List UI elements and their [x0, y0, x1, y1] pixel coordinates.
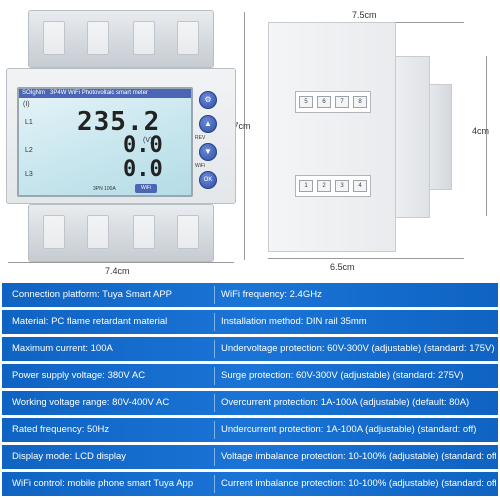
- dim-label-front-width: 7.4cm: [105, 266, 130, 276]
- spec-left: WiFi control: mobile phone smart Tuya Ap…: [12, 478, 194, 489]
- line2-label: L2: [25, 147, 33, 154]
- terminal-5: 5: [299, 96, 313, 108]
- spec-left: Rated frequency: 50Hz: [12, 424, 110, 435]
- dim-line-side-height: [486, 56, 487, 216]
- line1-value: 235.2: [77, 107, 161, 137]
- terminal-3: 3: [335, 180, 349, 192]
- terminal-8: 8: [353, 96, 367, 108]
- dim-label-front-height: 8.7cm: [226, 121, 251, 131]
- line2-unit: (V): [143, 137, 153, 144]
- terminal-1: 1: [299, 180, 313, 192]
- terminal-6: 6: [317, 96, 331, 108]
- settings-button[interactable]: ⚙: [199, 91, 217, 109]
- spec-left: Maximum current: 100A: [12, 343, 113, 354]
- top-indicator: (I): [23, 101, 30, 108]
- top-terminal-cover: [28, 10, 214, 68]
- spec-row: Material: PC flame retardant material In…: [2, 310, 498, 334]
- bottom-terminal-cover: [28, 204, 214, 262]
- spec-right: Overcurrent protection: 1A-100A (adjusta…: [221, 397, 470, 408]
- spec-row: WiFi control: mobile phone smart Tuya Ap…: [2, 472, 498, 496]
- spec-right: Undercurrent protection: 1A-100A (adjust…: [221, 424, 477, 435]
- spec-row: Maximum current: 100A Undervoltage prote…: [2, 337, 498, 361]
- ok-button[interactable]: OK: [199, 171, 217, 189]
- brand-label: SOIgNm: [22, 90, 46, 96]
- spec-table: Connection platform: Tuya Smart APP WiFi…: [2, 283, 498, 498]
- line3-label: L3: [25, 171, 33, 178]
- spec-row: Working voltage range: 80V-400V AC Overc…: [2, 391, 498, 415]
- spec-right: Installation method: DIN rail 35mm: [221, 316, 367, 327]
- model-title: 3P4W WiFi Photovoltaic smart meter: [50, 90, 149, 96]
- dim-line-front-height: [244, 12, 245, 260]
- wifi-label: WiFi: [195, 163, 205, 169]
- dim-label-top-width: 7.5cm: [352, 10, 377, 20]
- spec-left: Display mode: LCD display: [12, 451, 127, 462]
- spec-row: Rated frequency: 50Hz Undercurrent prote…: [2, 418, 498, 442]
- side-body: 5 6 7 8 1 2 3 4: [268, 22, 396, 252]
- lcd-screen: SOIgNm 3P4W WiFi Photovoltaic smart mete…: [17, 87, 193, 197]
- side-terminal-bottom: 1 2 3 4: [295, 175, 371, 197]
- spec-right: Undervoltage protection: 60V-300V (adjus…: [221, 343, 495, 354]
- meter-side-view: 5 6 7 8 1 2 3 4: [268, 22, 464, 252]
- line1-label: L1: [25, 119, 33, 126]
- dim-label-side-width: 6.5cm: [330, 262, 355, 272]
- spec-row: Display mode: LCD display Voltage imbala…: [2, 445, 498, 469]
- wifi-badge: WiFi: [135, 184, 157, 193]
- terminal-7: 7: [335, 96, 349, 108]
- meter-front-view: SOIgNm 3P4W WiFi Photovoltaic smart mete…: [6, 10, 236, 262]
- screen-footer: 3PN 100A: [93, 186, 116, 192]
- line3-value: 0.0: [123, 157, 163, 182]
- line2-value: 0.0: [123, 133, 163, 158]
- terminal-2: 2: [317, 180, 331, 192]
- spec-right: Voltage imbalance protection: 10-100% (a…: [221, 451, 496, 462]
- rev-label: REV: [195, 135, 206, 141]
- spec-left: Power supply voltage: 380V AC: [12, 370, 146, 381]
- product-photos: 8.7cm 7.4cm 7.5cm 4cm 6.5cm SOIgNm 3P4W …: [6, 10, 490, 276]
- screen-header: SOIgNm 3P4W WiFi Photovoltaic smart mete…: [19, 89, 191, 98]
- spec-right: Current imbalance protection: 10-100% (a…: [221, 478, 496, 489]
- meter-body: SOIgNm 3P4W WiFi Photovoltaic smart mete…: [6, 68, 236, 204]
- dim-line-side-width: [268, 258, 464, 259]
- spec-left: Connection platform: Tuya Smart APP: [12, 289, 172, 300]
- side-step-outer: [430, 84, 452, 190]
- spec-right: WiFi frequency: 2.4GHz: [221, 289, 322, 300]
- spec-left: Material: PC flame retardant material: [12, 316, 168, 327]
- side-terminal-top: 5 6 7 8: [295, 91, 371, 113]
- up-button[interactable]: ▲: [199, 115, 217, 133]
- spec-row: Power supply voltage: 380V AC Surge prot…: [2, 364, 498, 388]
- dim-line-front-width: [8, 262, 234, 263]
- spec-right: Surge protection: 60V-300V (adjustable) …: [221, 370, 464, 381]
- terminal-4: 4: [353, 180, 367, 192]
- side-step: [396, 56, 430, 218]
- spec-left: Working voltage range: 80V-400V AC: [12, 397, 170, 408]
- spec-row: Connection platform: Tuya Smart APP WiFi…: [2, 283, 498, 307]
- down-button[interactable]: ▼: [199, 143, 217, 161]
- dim-label-side-height: 4cm: [472, 126, 490, 136]
